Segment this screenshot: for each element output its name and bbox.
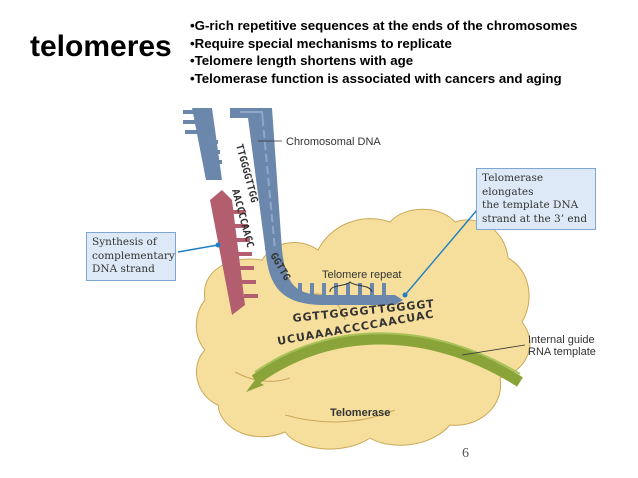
callout-line: complementary — [92, 249, 175, 262]
bullet-item: •Telomerase function is associated with … — [190, 70, 562, 86]
pointer-internal-guide — [461, 344, 526, 356]
callout-telomerase-elongates: Telomerase elongates the template DNA st… — [476, 168, 596, 230]
telomerase-label: Telomerase — [330, 407, 390, 419]
callout-line: Telomerase elongates — [482, 172, 544, 198]
bullet-item: •Require special mechanisms to replicate — [190, 35, 452, 51]
label-line: RNA template — [528, 346, 596, 358]
bullet-item: •G-rich repetitive sequences at the ends… — [190, 18, 578, 33]
rna-template — [251, 333, 523, 387]
pointer-synthesis — [177, 244, 219, 253]
chromosomal-dna-strand — [230, 108, 403, 305]
callout-line: DNA strand — [92, 263, 155, 275]
telomere-repeat-label: Telomere repeat — [322, 269, 402, 281]
complementary-strand — [210, 190, 245, 315]
bullet-item: •Telomere length shortens with age — [190, 53, 414, 68]
callout-line: strand at the 3’ end — [482, 212, 588, 225]
internal-guide-label: Internal guide RNA template — [528, 334, 596, 358]
bullet-list: •G-rich repetitive sequences at the ends… — [190, 17, 577, 87]
telomere-repeat-brace — [329, 281, 373, 293]
chromosomal-dna-label: Chromosomal DNA — [286, 136, 381, 148]
callout-line: the template DNA — [482, 199, 579, 211]
pointer-telomerase-elongates — [404, 209, 478, 296]
callout-synthesis: Synthesis of complementary DNA strand — [86, 232, 176, 281]
slide-title: telomeres — [30, 30, 172, 63]
page-number: 6 — [462, 446, 469, 461]
callout-line: Synthesis of — [92, 236, 157, 248]
label-line: Internal guide — [528, 334, 595, 346]
